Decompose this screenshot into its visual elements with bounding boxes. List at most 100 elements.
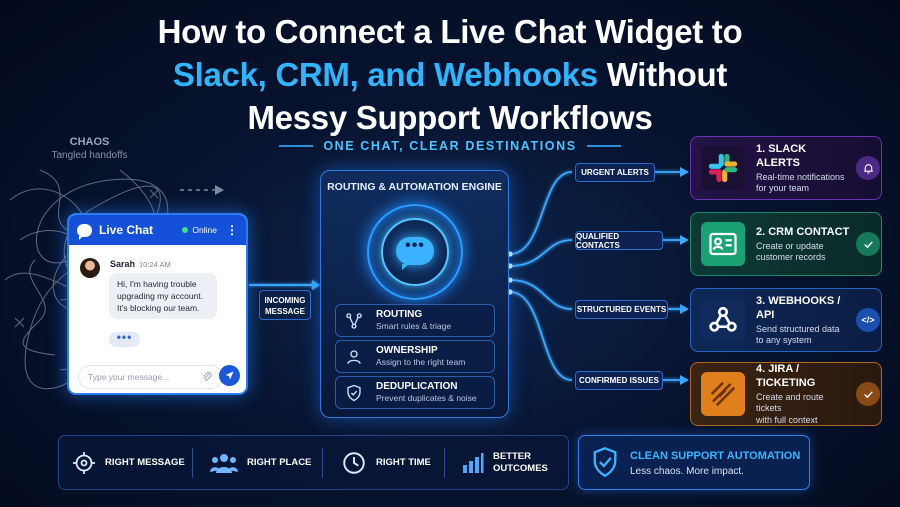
- outcome-divider: [322, 448, 323, 478]
- kebab-menu-icon[interactable]: ⋮: [226, 223, 238, 237]
- title-line-2-rest: Without: [597, 56, 728, 93]
- incoming-message-label: INCOMING MESSAGE: [259, 290, 311, 320]
- destination-title: 2. CRM CONTACT: [756, 225, 850, 238]
- routing-icon: [344, 311, 364, 331]
- clock-icon: [343, 451, 365, 474]
- routing-connectors: [509, 171, 682, 381]
- subtitle-dash-left: [279, 145, 314, 147]
- destination-webhooks: 3. WEBHOOKS / API Send structured data t…: [690, 288, 882, 352]
- destination-line-1: Send structured data: [756, 323, 840, 334]
- message-input[interactable]: Type your message...: [78, 365, 223, 389]
- destination-line-2: with full context: [756, 414, 818, 425]
- bar-chart-icon: [463, 452, 484, 473]
- engine-ring-outer: [367, 204, 463, 300]
- bell-icon: [856, 156, 880, 180]
- destination-line-2: customer records: [756, 252, 826, 262]
- online-status: Online: [192, 225, 217, 235]
- chat-header-title: Live Chat: [99, 223, 154, 237]
- avatar: [80, 258, 100, 278]
- slack-icon: [701, 146, 745, 190]
- title-line-2: Slack, CRM, and Webhooks Without: [0, 53, 900, 96]
- chat-bubble-icon: [77, 223, 92, 240]
- routing-arrowheads: [680, 167, 689, 385]
- check-icon: [856, 382, 880, 406]
- destination-line-1: Create or update: [756, 240, 824, 251]
- subtitle-row: ONE CHAT, CLEAR DESTINATIONS: [270, 139, 630, 153]
- shield-check-icon: [593, 447, 617, 478]
- connector-label-structured: STRUCTURED EVENTS: [575, 300, 668, 319]
- outcome-right-place: RIGHT PLACE: [210, 435, 311, 490]
- person-icon: [344, 347, 364, 367]
- jira-icon: [701, 372, 745, 416]
- destination-title: 3. WEBHOOKS / API: [756, 294, 841, 321]
- clean-automation-subtitle: Less chaos. More impact.: [630, 466, 744, 477]
- message-time: 10:24 AM: [139, 260, 171, 269]
- paperclip-icon[interactable]: [201, 371, 213, 383]
- engine-title: ROUTING & AUTOMATION ENGINE: [327, 181, 502, 193]
- connector-label-confirmed: CONFIRMED ISSUES: [575, 371, 663, 390]
- outcome-divider: [444, 448, 445, 478]
- clean-automation-title: CLEAN SUPPORT AUTOMATION: [630, 450, 801, 462]
- incoming-line-1: INCOMING: [264, 296, 306, 305]
- message-input-placeholder: Type your message...: [88, 372, 170, 382]
- team-icon: [210, 453, 238, 473]
- engine-item-title: ROUTING: [376, 309, 423, 320]
- title-accent: Slack, CRM, and Webhooks: [172, 56, 598, 93]
- subtitle-dash-right: [586, 145, 621, 147]
- outcome-label-line-1: BETTER: [493, 450, 531, 462]
- destination-line-1: Create and route tickets: [756, 391, 824, 414]
- destination-title: 1. SLACK ALERTS: [756, 142, 807, 169]
- engine-item-title: OWNERSHIP: [376, 345, 438, 356]
- outcome-right-time: RIGHT TIME: [341, 435, 431, 490]
- engine-item-subtitle: Smart rules & triage: [376, 321, 452, 331]
- sender-name: Sarah: [110, 259, 136, 269]
- destination-line-1: Real-time notifications: [756, 171, 845, 182]
- destination-line-2: to any system: [756, 335, 812, 345]
- engine-item-subtitle: Assign to the right team: [376, 357, 466, 367]
- destination-title: 4. JIRA / TICKETING: [756, 362, 816, 389]
- engine-item-title: DEDUPLICATION: [376, 381, 458, 392]
- outcome-label: RIGHT PLACE: [247, 456, 312, 468]
- shield-check-icon: [344, 383, 364, 403]
- outcome-label: RIGHT MESSAGE: [105, 456, 185, 468]
- destination-crm: 2. CRM CONTACT Create or update customer…: [690, 212, 882, 276]
- code-icon: </>: [856, 308, 880, 332]
- engine-ring-inner: [381, 218, 449, 286]
- check-icon: [856, 232, 880, 256]
- outcome-right-message: RIGHT MESSAGE: [72, 435, 185, 490]
- typing-indicator: •••: [109, 331, 140, 347]
- engine-item-subtitle: Prevent duplicates & noise: [376, 393, 477, 403]
- subtitle: ONE CHAT, CLEAR DESTINATIONS: [323, 139, 577, 153]
- chat-header: Live Chat Online ⋮: [69, 215, 246, 245]
- chat-message: Hi, I'm having trouble upgrading my acco…: [109, 273, 217, 319]
- outcome-divider: [192, 448, 193, 478]
- target-icon: [73, 451, 95, 474]
- incoming-connector: [249, 280, 320, 290]
- title-line-1: How to Connect a Live Chat Widget to: [157, 13, 743, 50]
- clean-automation-box: [578, 435, 810, 490]
- online-dot: [182, 227, 189, 233]
- chaos-subtitle: Tangled handoffs: [51, 150, 128, 161]
- contact-card-icon: [701, 222, 745, 266]
- incoming-line-2: MESSAGE: [264, 307, 305, 316]
- live-chat-widget: Live Chat Online ⋮ Sarah 10:24 AM Hi, I'…: [67, 213, 248, 395]
- destination-jira: 4. JIRA / TICKETING Create and route tic…: [690, 362, 882, 426]
- engine-chat-bubble-icon: •••: [396, 237, 434, 270]
- title-line-3: Messy Support Workflows: [247, 99, 653, 136]
- destination-line-2: for your team: [756, 183, 810, 193]
- destination-slack: 1. SLACK ALERTS Real-time notifications …: [690, 136, 882, 200]
- outcome-label-line-2: OUTCOMES: [493, 462, 548, 474]
- connector-label-urgent: URGENT ALERTS: [575, 163, 655, 182]
- outcome-label: RIGHT TIME: [376, 456, 431, 468]
- chaos-title: CHAOS: [69, 136, 110, 148]
- send-button[interactable]: [219, 365, 240, 386]
- page-title: How to Connect a Live Chat Widget to Sla…: [0, 10, 900, 139]
- outcomes-bar: [58, 435, 569, 490]
- webhook-icon: [701, 298, 745, 342]
- connector-label-qualified: QUALIFIED CONTACTS: [575, 231, 663, 250]
